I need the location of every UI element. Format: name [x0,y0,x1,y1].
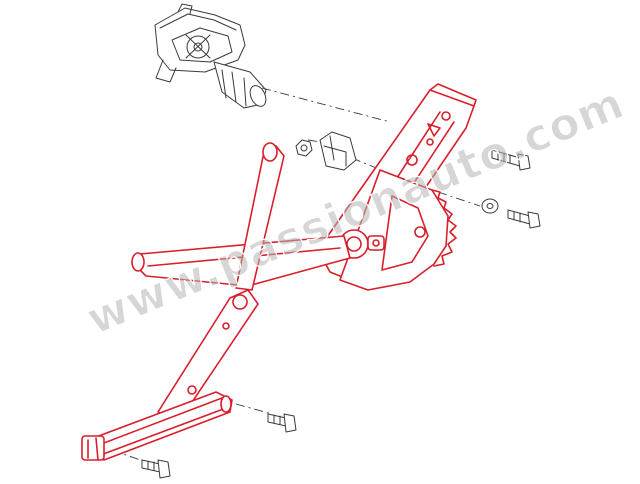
slider-clip [319,131,357,171]
bolt-middle-right [507,209,541,229]
window-regulator [81,83,477,461]
window-motor [154,3,267,109]
hex-nut [295,139,313,157]
washer [481,198,499,214]
hardware [141,131,541,479]
bolt-upper-right [491,149,531,171]
bolt-bottom [141,459,171,479]
bolt-lower-middle [267,413,297,433]
watermark-text: www.passionauto.com [80,78,632,346]
